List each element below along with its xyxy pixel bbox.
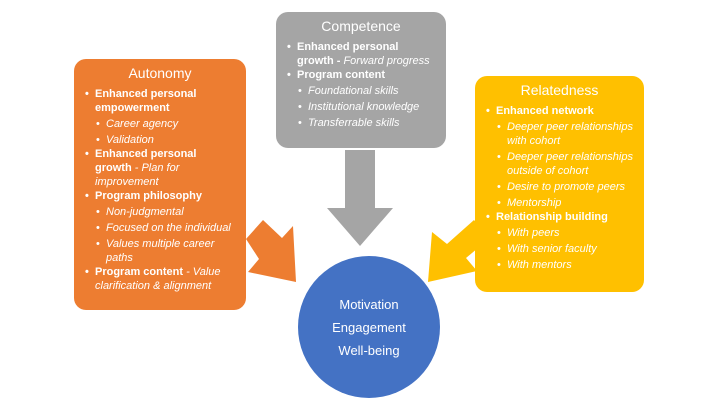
competence-item-label: Enhanced personal growth - <box>297 41 399 67</box>
competence-list: Enhanced personal growth - Forward progr… <box>286 40 436 130</box>
relatedness-item: Enhanced networkDeeper peer relationship… <box>486 104 634 210</box>
autonomy-item-label: Program content <box>95 266 184 278</box>
autonomy-sublist: Non-judgmentalFocused on the individualV… <box>95 205 236 265</box>
competence-title: Competence <box>321 18 401 34</box>
relatedness-item-label: Relationship building <box>496 211 608 223</box>
autonomy-item-suffix: - Value clarification & alignment <box>95 266 221 292</box>
center-line-wellbeing: Well-being <box>338 342 400 358</box>
relatedness-subitem: With senior faculty <box>497 242 634 256</box>
autonomy-item-label: Enhanced personal empowerment <box>95 88 197 114</box>
autonomy-item-label: Enhanced personal growth <box>95 148 197 174</box>
relatedness-subitem: Deeper peer relationships with cohort <box>497 120 634 148</box>
autonomy-title: Autonomy <box>128 65 192 81</box>
autonomy-item: Program philosophyNon-judgmentalFocused … <box>85 189 236 265</box>
autonomy-list: Enhanced personal empowermentCareer agen… <box>84 87 236 293</box>
competence-subitem: Institutional knowledge <box>298 100 436 114</box>
relatedness-arrow <box>428 220 490 282</box>
autonomy-item-suffix: - Plan for improvement <box>95 162 180 188</box>
autonomy-item: Enhanced personal growth - Plan for impr… <box>85 147 236 189</box>
center-line-engagement: Engagement <box>332 319 406 335</box>
relatedness-sublist: Deeper peer relationships with cohortDee… <box>496 120 634 210</box>
competence-item: Program contentFoundational skillsInstit… <box>287 68 436 130</box>
relatedness-item-label: Enhanced network <box>496 105 594 117</box>
competence-item-suffix: Forward progress <box>340 55 430 67</box>
relatedness-subitem: Mentorship <box>497 196 634 210</box>
relatedness-subitem: Desire to promote peers <box>497 180 634 194</box>
relatedness-sublist: With peersWith senior facultyWith mentor… <box>496 226 634 272</box>
relatedness-box: Relatedness Enhanced networkDeeper peer … <box>475 76 644 292</box>
autonomy-item-label: Program philosophy <box>95 190 202 202</box>
competence-item-label: Program content <box>297 69 386 81</box>
autonomy-subitem: Career agency <box>96 117 236 131</box>
autonomy-arrow <box>246 220 296 282</box>
autonomy-subitem: Values multiple career paths <box>96 237 236 265</box>
center-line-motivation: Motivation <box>339 296 399 312</box>
autonomy-item: Program content - Value clarification & … <box>85 265 236 293</box>
relatedness-item: Relationship buildingWith peersWith seni… <box>486 210 634 272</box>
relatedness-title: Relatedness <box>520 82 599 98</box>
autonomy-item: Enhanced personal empowermentCareer agen… <box>85 87 236 147</box>
autonomy-sublist: Career agencyValidation <box>95 117 236 147</box>
competence-item: Enhanced personal growth - Forward progr… <box>287 40 436 68</box>
autonomy-subitem: Validation <box>96 133 236 147</box>
relatedness-list: Enhanced networkDeeper peer relationship… <box>485 104 634 272</box>
competence-sublist: Foundational skillsInstitutional knowled… <box>297 84 436 130</box>
relatedness-subitem: With peers <box>497 226 634 240</box>
center-circle: Motivation Engagement Well-being <box>298 256 440 398</box>
competence-subitem: Transferrable skills <box>298 116 436 130</box>
autonomy-box: Autonomy Enhanced personal empowermentCa… <box>74 59 246 310</box>
relatedness-subitem: Deeper peer relationships outside of coh… <box>497 150 634 178</box>
competence-box: Competence Enhanced personal growth - Fo… <box>276 12 446 148</box>
autonomy-subitem: Non-judgmental <box>96 205 236 219</box>
relatedness-subitem: With mentors <box>497 258 634 272</box>
competence-subitem: Foundational skills <box>298 84 436 98</box>
competence-arrow <box>327 150 393 246</box>
autonomy-subitem: Focused on the individual <box>96 221 236 235</box>
